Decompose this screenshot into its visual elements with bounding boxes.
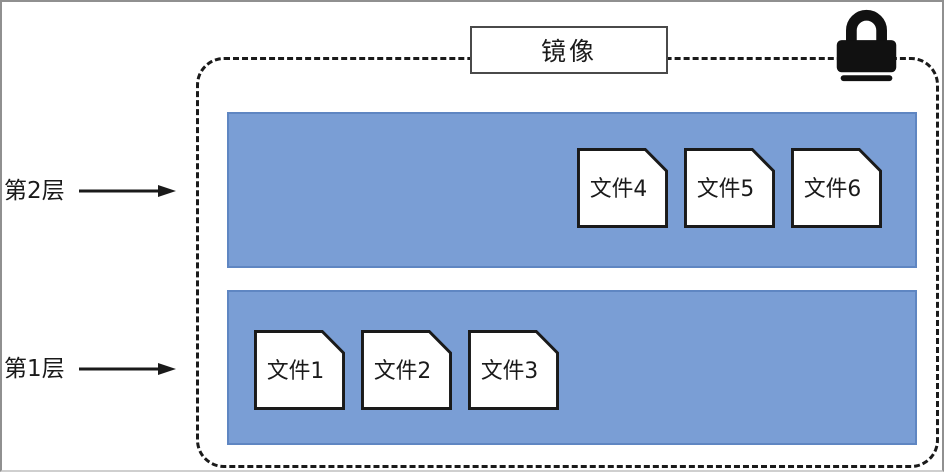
layer-2-label: 第2层 (4, 177, 65, 204)
file-icon: 文件6 (791, 148, 882, 228)
file-label: 文件2 (374, 359, 431, 384)
file-label: 文件5 (697, 177, 754, 202)
file-icon: 文件5 (684, 148, 775, 228)
file-icon: 文件4 (577, 148, 668, 228)
file-icon: 文件2 (361, 330, 452, 410)
layer-2-caption: 第2层 (2, 167, 177, 215)
file-label: 文件1 (267, 359, 324, 384)
layer-1-files: 文件1 文件2 文件3 (254, 330, 559, 410)
layer-1-caption: 第1层 (2, 345, 177, 393)
arrow-right-icon (78, 185, 176, 197)
file-label: 文件3 (481, 359, 538, 384)
lock-icon (833, 4, 900, 84)
file-icon: 文件1 (254, 330, 345, 410)
arrow-right-icon (78, 363, 176, 375)
layer-2-files: 文件4 文件5 文件6 (577, 148, 882, 228)
file-icon: 文件3 (468, 330, 559, 410)
image-label: 镜像 (540, 37, 597, 66)
layer-1-label: 第1层 (4, 355, 65, 382)
file-label: 文件6 (804, 177, 861, 202)
image-label-box: 镜像 (470, 26, 668, 74)
file-label: 文件4 (590, 177, 647, 202)
